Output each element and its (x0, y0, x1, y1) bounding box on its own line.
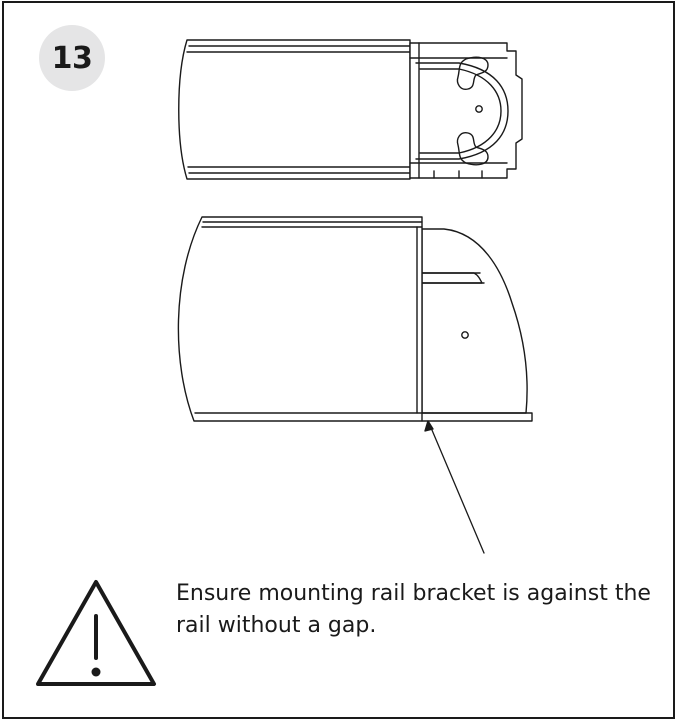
top-view-rail-bracket (178, 39, 523, 180)
step-number: 13 (51, 40, 93, 76)
warning-triangle-icon (36, 580, 156, 686)
warning-text: Ensure mounting rail bracket is against … (176, 581, 651, 638)
step-badge: 13 (39, 25, 105, 91)
assembly-drawing (177, 39, 533, 554)
side-view-rail-bracket (177, 216, 533, 554)
